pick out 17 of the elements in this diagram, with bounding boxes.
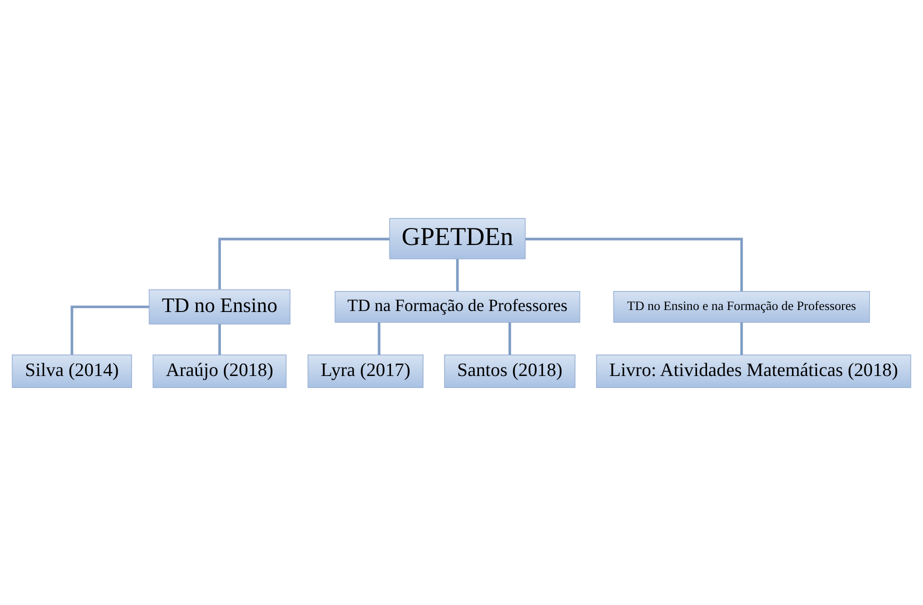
connector (740, 322, 743, 354)
node-box: GPETDEn (389, 218, 526, 259)
connector (70, 305, 150, 354)
connector (456, 258, 459, 291)
node-box: Silva (2014) (12, 354, 132, 388)
node-box: TD na Formação de Professores (334, 290, 580, 322)
node-box: Lyra (2017) (308, 354, 424, 388)
connector (218, 324, 221, 354)
connector (525, 237, 743, 291)
node-box: Araújo (2018) (152, 354, 287, 388)
node-box: TD no Ensino e na Formação de Professores (613, 290, 870, 322)
node-box: Livro: Atividades Matemáticas (2018) (596, 354, 912, 388)
connector (378, 322, 380, 354)
connector (508, 322, 512, 354)
node-box: TD no Ensino (148, 288, 290, 324)
connector (218, 237, 390, 289)
node-box: Santos (2018) (444, 354, 576, 388)
